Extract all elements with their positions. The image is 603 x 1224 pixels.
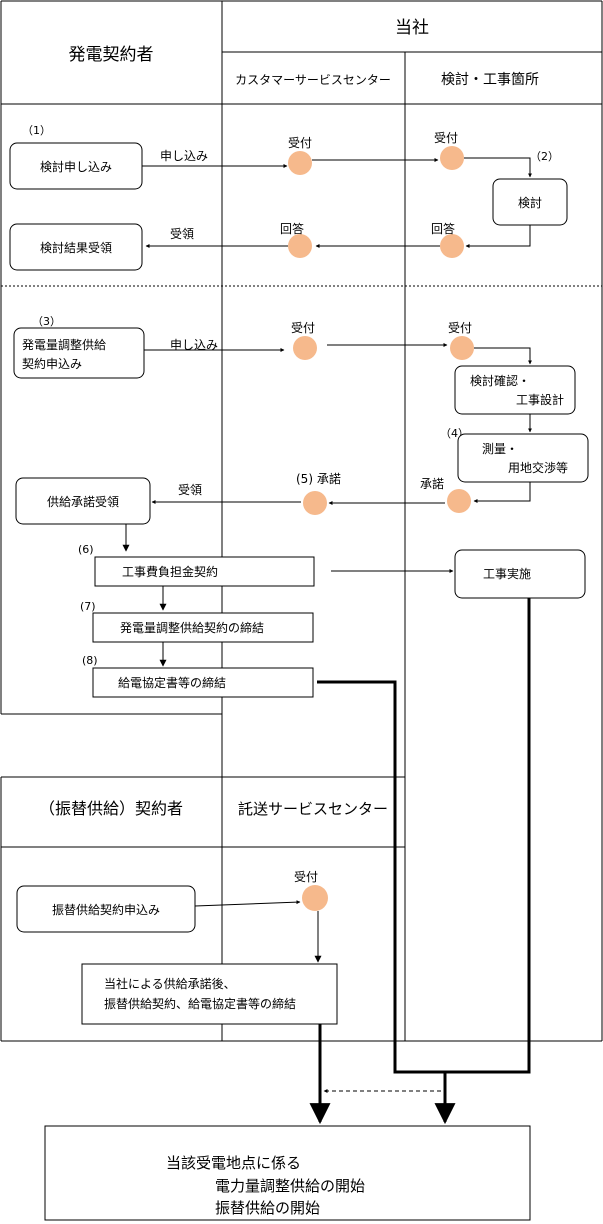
answer-dot-site xyxy=(440,234,464,258)
study-result-box xyxy=(9,223,143,271)
answer-label-cs: 回答 xyxy=(280,221,304,236)
design-line1: 検討確認・ xyxy=(470,373,530,388)
post-approval-line1: 当社による供給承諾後、 xyxy=(104,976,236,991)
dispatch-agreement-label: 給電協定書等の締結 xyxy=(118,675,226,690)
arrow-study-to-answer xyxy=(465,225,531,248)
step-number-1: （1） xyxy=(22,124,51,137)
study-label: 検討 xyxy=(518,195,542,210)
consent-dot-cs xyxy=(303,491,327,515)
receipt-dot-transfer xyxy=(302,885,328,911)
header-generator: 発電契約者 xyxy=(69,45,154,65)
consent-label-site: 承諾 xyxy=(420,476,444,491)
header-company: 当社 xyxy=(395,18,429,38)
adjust-supply-application-line2: 契約申込み xyxy=(22,356,82,371)
receipt-label-site-1: 受付 xyxy=(434,131,458,145)
arrow-transfer-to-receipt xyxy=(194,900,301,907)
survey-box xyxy=(457,433,589,483)
dispatch-agreement-box xyxy=(92,667,314,698)
connector-construction-to-final xyxy=(445,598,531,1074)
receive-label-1: 受領 xyxy=(170,226,194,241)
transfer-contractor-header: （振替供給）契約者 xyxy=(39,799,183,818)
transfer-application-label: 振替供給契約申込み xyxy=(52,902,160,917)
step-number-8: (8) xyxy=(82,654,98,667)
adjust-supply-application-box xyxy=(13,327,145,379)
receipt-dot-cs-2 xyxy=(293,336,317,360)
grid-lines xyxy=(0,0,603,1042)
receipt-label-cs-1: 受付 xyxy=(288,136,312,150)
supply-start-line1: 当該受電地点に係る xyxy=(166,1154,301,1172)
supply-start-line3: 振替供給の開始 xyxy=(215,1199,320,1217)
receipt-dot-site-2 xyxy=(450,336,474,360)
answer-label-site: 回答 xyxy=(431,221,455,236)
post-approval-box xyxy=(81,963,338,1025)
receipt-label-site-2: 受付 xyxy=(448,321,472,335)
adjust-supply-contract-box xyxy=(92,612,314,643)
apply-label: 申し込み xyxy=(160,149,208,163)
supply-start-box xyxy=(44,1125,531,1221)
survey-line1: 測量・ xyxy=(482,442,518,456)
transmission-center-header: 託送サービスセンター xyxy=(238,800,388,818)
receive-label-2: 受領 xyxy=(178,482,202,497)
consent-label-cs: (5) 承諾 xyxy=(296,471,341,486)
study-application-label: 検討申し込み xyxy=(40,159,112,174)
apply-label-2: 申し込み xyxy=(170,338,218,352)
construction-box xyxy=(454,549,586,599)
connector-agreement-to-final xyxy=(317,680,445,1074)
cost-contract-label: 工事費負担金契約 xyxy=(122,564,218,579)
arrow-site-to-study xyxy=(464,157,532,178)
step-number-7: (7) xyxy=(80,600,96,613)
post-approval-line2: 振替供給契約、給電協定書等の締結 xyxy=(104,996,296,1011)
answer-dot-cs xyxy=(288,234,312,258)
survey-line2: 用地交渉等 xyxy=(508,460,568,475)
receipt-dot-site-1 xyxy=(440,146,464,170)
header-customer-center: カスタマーサービスセンター xyxy=(235,73,391,87)
supply-start-line2: 電力量調整供給の開始 xyxy=(215,1177,365,1195)
transfer-application-box xyxy=(16,885,196,933)
cost-contract-box xyxy=(94,556,315,587)
step-number-2: （2） xyxy=(530,150,559,163)
adjust-supply-contract-label: 発電量調整供給契約の締結 xyxy=(120,620,264,635)
consent-received-box xyxy=(15,477,151,525)
arrow-site-to-design xyxy=(474,347,532,365)
adjust-supply-application-line1: 発電量調整供給 xyxy=(22,337,106,352)
study-result-label: 検討結果受領 xyxy=(40,240,112,255)
step-number-6: (6) xyxy=(78,543,94,556)
construction-label: 工事実施 xyxy=(483,566,531,581)
arrow-survey-to-consent xyxy=(473,482,531,503)
receipt-dot-cs-1 xyxy=(288,151,312,175)
header-study-site: 検討・工事箇所 xyxy=(441,71,539,88)
design-box xyxy=(454,365,576,415)
consent-received-label: 供給承諾受領 xyxy=(47,494,119,509)
consent-dot-site xyxy=(447,489,471,513)
design-line2: 工事設計 xyxy=(516,392,564,407)
step-number-3: （3） xyxy=(32,315,61,328)
receipt-label-transfer: 受付 xyxy=(294,870,318,884)
receipt-label-cs-2: 受付 xyxy=(291,321,315,335)
